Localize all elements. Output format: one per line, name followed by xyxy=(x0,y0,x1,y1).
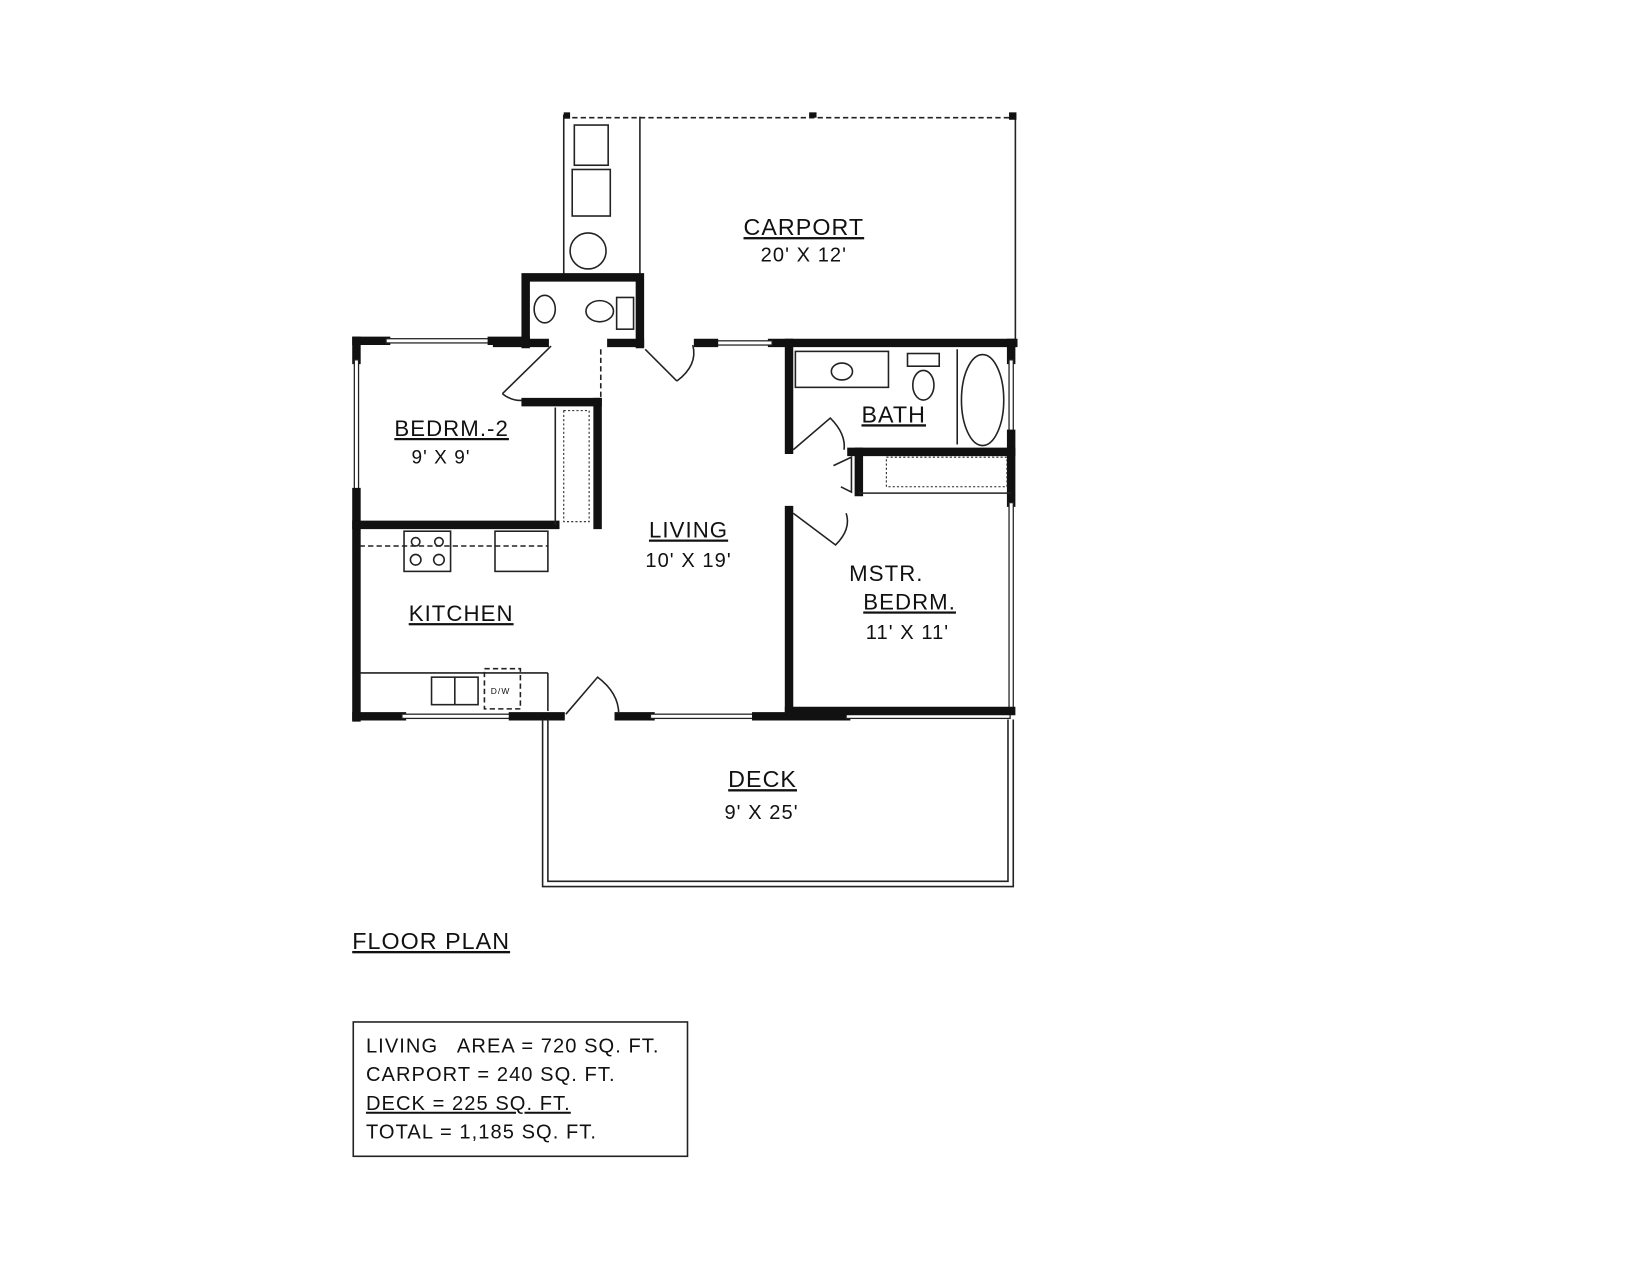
refrigerator-icon xyxy=(494,530,549,573)
room-name-living: LIVING xyxy=(649,518,728,543)
water-heater-icon xyxy=(569,232,607,270)
area-table: LIVING AREA = 720 SQ. FT. CARPORT = 240 … xyxy=(352,1021,689,1158)
room-size-master: 11' X 11' xyxy=(866,622,949,644)
kitchen-fixtures: D/W xyxy=(359,530,549,712)
sink-icon xyxy=(533,294,557,324)
area-total: TOTAL = 1,185 SQ. FT. xyxy=(366,1121,597,1143)
carport xyxy=(562,112,1017,341)
washer-icon xyxy=(573,124,609,167)
sink-icon xyxy=(830,362,854,381)
deck-outline xyxy=(541,719,1015,888)
area-deck: DECK = 225 SQ. FT. xyxy=(366,1093,571,1115)
bath-fixtures xyxy=(794,349,1005,447)
room-size-carport: 20' X 12' xyxy=(761,244,847,266)
room-size-bedroom-2: 9' X 9' xyxy=(412,448,471,469)
dishwasher-icon xyxy=(483,667,522,710)
room-name-kitchen: KITCHEN xyxy=(409,601,514,626)
drawing-title: FLOOR PLAN xyxy=(352,928,510,954)
room-name-bath: BATH xyxy=(861,401,926,427)
stove-icon xyxy=(403,530,452,573)
bathtub-icon xyxy=(960,353,1005,447)
toilet-icon xyxy=(585,299,615,323)
room-name-master-1: MSTR. xyxy=(849,561,923,586)
room-name-deck: DECK xyxy=(728,766,797,792)
area-living: LIVING AREA = 720 SQ. FT. xyxy=(366,1036,660,1058)
dishwasher-label: D/W xyxy=(491,686,511,696)
room-name-carport: CARPORT xyxy=(744,214,865,240)
closet-icon xyxy=(563,410,590,523)
room-size-deck: 9' X 25' xyxy=(724,802,798,824)
room-size-living: 10' X 19' xyxy=(645,550,731,572)
room-name-master-2: BEDRM. xyxy=(863,589,956,614)
walls xyxy=(352,336,1018,722)
dryer-icon xyxy=(571,168,612,217)
room-name-bedroom-2: BEDRM.-2 xyxy=(394,416,509,441)
area-carport: CARPORT = 240 SQ. FT. xyxy=(366,1064,616,1086)
room-labels: CARPORT 20' X 12' BEDRM.-2 9' X 9' LIVIN… xyxy=(394,214,956,824)
toilet-icon xyxy=(911,369,935,401)
